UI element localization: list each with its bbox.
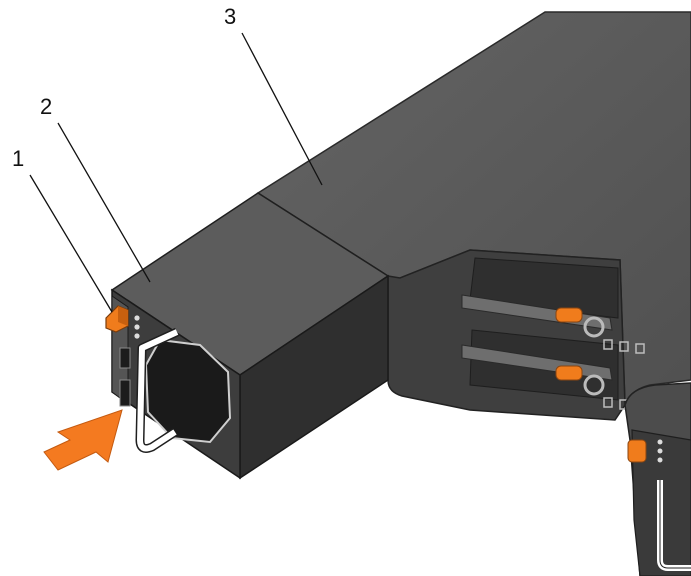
bay-latch-ring-lower xyxy=(583,374,605,396)
insert-direction-arrow-icon xyxy=(43,409,123,471)
installed-psu-release-tab xyxy=(627,439,647,463)
power-supply-unit xyxy=(105,192,390,480)
psu-front-slot-upper xyxy=(119,347,131,369)
callout-leader-2 xyxy=(57,122,151,283)
bay-latch-ring-upper xyxy=(583,316,605,338)
callout-2: 2 xyxy=(40,94,52,119)
orange-release-tab-icon xyxy=(105,305,129,333)
psu-front-slot-lower xyxy=(119,379,131,407)
psu-status-leds xyxy=(134,315,140,339)
bay-latch-upper xyxy=(555,307,583,323)
installed-psu-leds xyxy=(657,439,663,463)
chassis xyxy=(256,11,691,576)
bay-latch-lower xyxy=(555,365,583,381)
callout-leader-3 xyxy=(241,32,323,186)
bay-vents xyxy=(603,339,645,410)
psu-fan-grille xyxy=(144,338,232,444)
callout-1: 1 xyxy=(12,146,24,171)
callout-3: 3 xyxy=(224,4,236,29)
callout-leaders xyxy=(29,32,323,313)
psu-handle xyxy=(135,327,179,453)
callout-leader-1 xyxy=(29,174,113,313)
